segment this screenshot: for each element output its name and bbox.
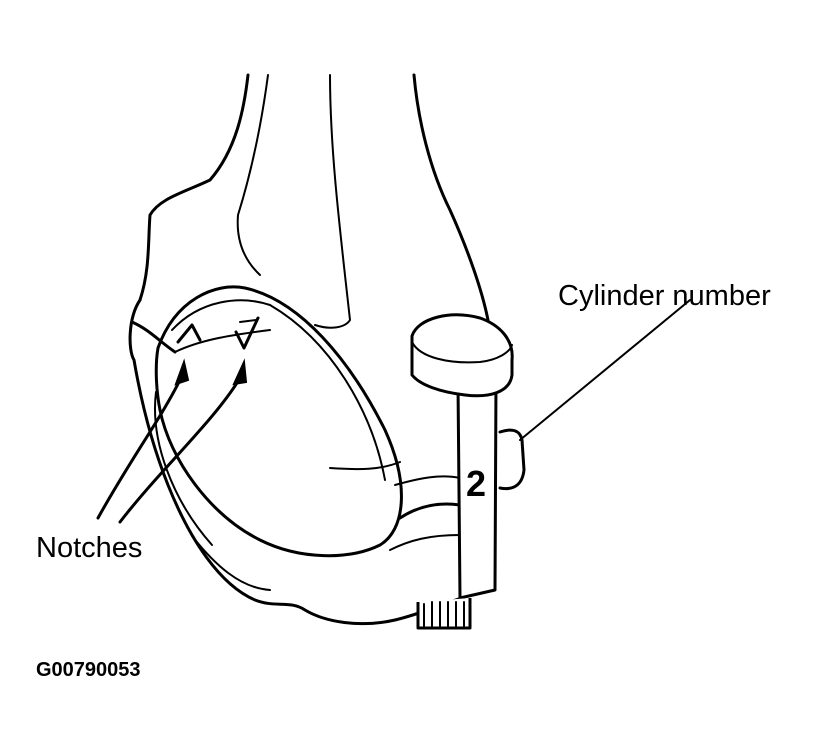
- figure-id: G00790053: [36, 659, 141, 681]
- bearing-notches: [176, 316, 260, 350]
- label-notches: Notches: [36, 532, 142, 564]
- rod-beam: [138, 73, 490, 329]
- threaded-stud: [416, 598, 472, 630]
- stamped-cylinder-number: 2: [466, 463, 486, 504]
- label-cylinder-number: Cylinder number: [558, 280, 771, 312]
- notch-arrows: [96, 358, 248, 524]
- arrowhead-left: [174, 358, 190, 386]
- bolt-boss: [410, 313, 526, 630]
- bearing-bore: [154, 285, 403, 558]
- cylinder-number-leader: [519, 299, 691, 441]
- arrowhead-right: [232, 358, 248, 386]
